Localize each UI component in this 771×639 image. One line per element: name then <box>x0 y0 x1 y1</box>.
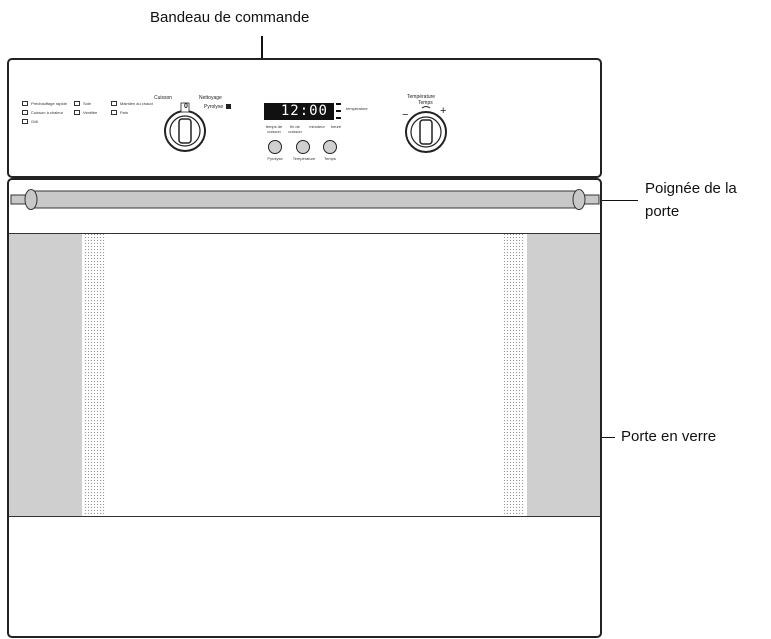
temperature-time-knob[interactable] <box>402 104 450 156</box>
mode-label: Ventilée <box>83 110 98 115</box>
time-button[interactable] <box>323 140 337 154</box>
function-selector-knob[interactable] <box>160 100 210 156</box>
knob-zero-marker: 0 <box>184 103 188 110</box>
mode-fast-preheat-icon <box>22 101 28 106</box>
door-handle[interactable] <box>9 185 601 215</box>
mode-grill-icon <box>22 119 28 124</box>
pyrolysis-indicator-icon <box>226 104 231 109</box>
button-label: heure <box>330 124 342 129</box>
mode-label: Grill <box>31 119 39 124</box>
display-side-label: température <box>346 106 368 111</box>
pyrolysis-button[interactable] <box>268 140 282 154</box>
mode-fan-icon <box>74 110 80 115</box>
temperature-knob-label: Température <box>407 94 436 100</box>
cooking-label: Cuisson <box>154 95 173 101</box>
mode-bottom-heat-icon <box>74 101 80 106</box>
decrease-sign: − <box>402 109 409 121</box>
display-level-icon <box>336 103 341 119</box>
clock-display: 12:00 <box>264 103 334 120</box>
mode-label: Sole <box>83 101 92 106</box>
glass-window <box>82 233 527 516</box>
button-label: Temps <box>324 156 336 161</box>
mode-label: Pain <box>120 110 129 115</box>
pyrolysis-label: Pyrolyse <box>204 104 224 110</box>
button-label: temps de cuisson <box>265 124 283 134</box>
time-knob-label: Temps <box>418 100 433 106</box>
callout-control-panel: Bandeau de commande <box>150 9 310 26</box>
glass-dot-pattern-right <box>503 233 525 516</box>
mode-label: Maintien au chaud <box>120 101 153 106</box>
mode-bread-icon <box>111 110 117 115</box>
temperature-button[interactable] <box>296 140 310 154</box>
button-label: Pyrolyse <box>267 156 283 161</box>
increase-sign: + <box>440 105 447 117</box>
cleaning-label: Nettoyage <box>199 95 222 101</box>
button-label: minuteur <box>309 124 325 129</box>
glass-dot-pattern-left <box>84 233 106 516</box>
mode-keep-warm-icon <box>111 101 117 106</box>
glass-bottom-edge <box>9 516 600 517</box>
button-label: Température <box>292 156 316 161</box>
mode-label: Cuisson à chaleur <box>31 110 64 115</box>
callout-door-handle-line2: porte <box>645 203 680 220</box>
callout-glass-door: Porte en verre <box>621 428 717 445</box>
glass-top-edge <box>9 233 600 234</box>
mode-heat-icon <box>22 110 28 115</box>
callout-door-handle: Poignée de la <box>645 180 737 197</box>
button-label: fin de cuisson <box>288 124 302 134</box>
mode-label: Préchauffage rapide <box>31 101 67 106</box>
